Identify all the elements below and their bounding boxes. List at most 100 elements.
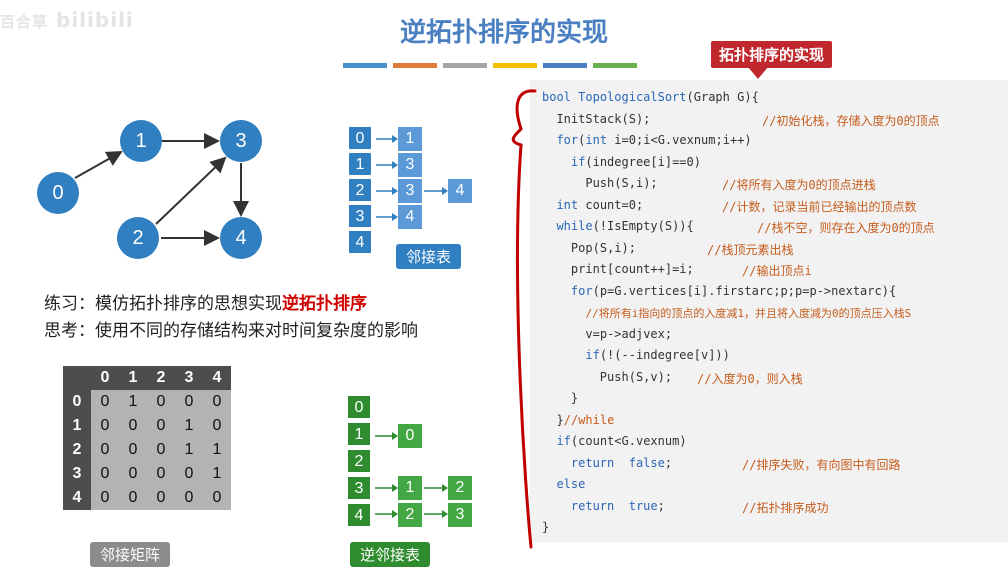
inv-item: 1 bbox=[398, 476, 422, 500]
code-comment: //排序失败，有向图中有回路 bbox=[742, 457, 901, 472]
matrix-row-header: 2 bbox=[63, 438, 91, 462]
matrix-col-header: 4 bbox=[203, 366, 231, 390]
inv-head-3: 3 bbox=[347, 476, 371, 500]
graph-edges bbox=[74, 133, 249, 246]
matrix-cell: 0 bbox=[119, 414, 147, 438]
slide-title: 逆拓扑排序的实现 bbox=[399, 18, 608, 48]
accent-bar bbox=[343, 63, 387, 68]
inv-head-2: 2 bbox=[347, 449, 371, 473]
code-comment: //while bbox=[563, 412, 615, 427]
code-line: v=p->adjvex; bbox=[585, 326, 673, 341]
code-panel bbox=[530, 80, 1008, 542]
accent-bar bbox=[593, 63, 637, 68]
matrix-label: 邻接矩阵 bbox=[90, 542, 171, 567]
accent-bars bbox=[343, 63, 643, 68]
matrix-cell: 0 bbox=[203, 390, 231, 414]
adj-list-label: 邻接表 bbox=[396, 244, 462, 269]
code-comment: //初始化栈，存储入度为0的顶点 bbox=[762, 113, 940, 128]
code-line: Pop(S,i); bbox=[570, 240, 636, 255]
code-comment: //入度为0，则入栈 bbox=[697, 371, 803, 386]
matrix-cell: 0 bbox=[119, 486, 147, 510]
code-line: if(!(--indegree[v])) bbox=[585, 348, 730, 362]
code-line: for(p=G.vertices[i].firstarc;p;p=p->next… bbox=[570, 283, 897, 298]
matrix-row-header: 4 bbox=[63, 486, 91, 510]
code-line: else bbox=[556, 477, 586, 491]
think-text: 思考：使用不同的存储结构来对时间复杂度的影响 bbox=[44, 321, 418, 341]
code-line: return true; bbox=[570, 498, 665, 513]
matrix-cell: 0 bbox=[175, 390, 203, 414]
inverse-list-arrows bbox=[375, 432, 448, 518]
inverse-list-label: 逆邻接表 bbox=[350, 542, 431, 567]
matrix-cell: 0 bbox=[91, 438, 119, 462]
exercise-text: 练习：模仿拓扑排序的思想实现逆拓扑排序 bbox=[44, 289, 367, 314]
code-line bbox=[542, 305, 585, 319]
accent-bar bbox=[393, 63, 437, 68]
matrix-cell: 0 bbox=[175, 486, 203, 510]
matrix-col-header: 2 bbox=[147, 366, 175, 390]
code-line: while(!IsEmpty(S)){ bbox=[556, 219, 694, 233]
graph-node-0: 0 bbox=[37, 172, 79, 214]
matrix-cell: 0 bbox=[147, 462, 175, 486]
inv-head-4: 4 bbox=[347, 503, 371, 527]
code-line: Push(S,i); bbox=[585, 176, 658, 190]
adj-head-2: 2 bbox=[348, 178, 372, 202]
watermark-left: 百合草 bbox=[0, 13, 49, 31]
matrix-cell: 0 bbox=[147, 486, 175, 510]
inv-head-0: 0 bbox=[347, 395, 371, 419]
code-comment: //将所有入度为0的顶点进栈 bbox=[722, 178, 876, 192]
matrix-cell: 0 bbox=[91, 486, 119, 510]
code-line: int count=0; bbox=[556, 197, 644, 212]
code-line: } bbox=[542, 412, 564, 427]
code-comment: //拓扑排序成功 bbox=[742, 500, 829, 515]
adj-head-0: 0 bbox=[348, 126, 372, 150]
code-line: if(indegree[i]==0) bbox=[570, 154, 701, 169]
matrix-cell: 0 bbox=[147, 438, 175, 462]
matrix-row-header: 3 bbox=[63, 462, 91, 486]
accent-bar bbox=[543, 63, 587, 68]
matrix-row-header: 1 bbox=[63, 414, 91, 438]
adjacency-matrix: 0 1 2 3 4 0 0 1 0 0 0 1 0 0 0 1 0 2 0 0 … bbox=[63, 366, 231, 510]
matrix-cell: 0 bbox=[147, 414, 175, 438]
matrix-corner bbox=[63, 366, 91, 390]
inv-item: 0 bbox=[398, 424, 422, 448]
exercise-prefix: 练习：模仿拓扑排序的思想实现 bbox=[44, 294, 282, 314]
matrix-cell: 1 bbox=[175, 438, 203, 462]
matrix-col-header: 3 bbox=[175, 366, 203, 390]
exercise-highlight: 逆拓扑排序 bbox=[282, 294, 367, 314]
matrix-cell: 0 bbox=[175, 462, 203, 486]
inv-head-1: 1 bbox=[347, 422, 371, 446]
adj-head-3: 3 bbox=[348, 204, 372, 228]
matrix-row-header: 0 bbox=[63, 390, 91, 414]
code-line: Push(S,v); bbox=[599, 369, 673, 384]
callout-label: 拓扑排序的实现 bbox=[711, 41, 833, 68]
code-comment: //将所有i指向的顶点的入度减1，并且将入度减为0的顶点压入栈S bbox=[585, 307, 912, 320]
adj-list-arrows bbox=[376, 135, 448, 221]
red-brace-annotation bbox=[511, 89, 537, 549]
matrix-cell: 0 bbox=[91, 390, 119, 414]
callout-arrow-icon bbox=[748, 67, 768, 79]
graph-node-2: 2 bbox=[117, 217, 159, 259]
matrix-cell: 0 bbox=[203, 486, 231, 510]
adj-head-1: 1 bbox=[348, 152, 372, 176]
code-line: bool TopologicalSort(Graph G){ bbox=[542, 90, 759, 104]
code-line: } bbox=[542, 391, 579, 405]
matrix-cell: 0 bbox=[203, 414, 231, 438]
edge-2-3 bbox=[155, 156, 227, 225]
code-comment: //栈不空，则存在入度为0的顶点 bbox=[757, 221, 935, 235]
matrix-cell: 0 bbox=[91, 414, 119, 438]
matrix-cell: 1 bbox=[203, 438, 231, 462]
accent-bar bbox=[443, 63, 487, 68]
graph-node-1: 1 bbox=[120, 120, 162, 162]
adj-item: 4 bbox=[398, 205, 422, 229]
code-line: if(count<G.vexnum) bbox=[556, 434, 687, 448]
code-line: InitStack(S); bbox=[556, 111, 651, 126]
matrix-cell: 1 bbox=[119, 390, 147, 414]
inv-item: 3 bbox=[448, 503, 472, 527]
code-line: print[count++]=i; bbox=[570, 262, 694, 276]
adj-item: 3 bbox=[398, 179, 422, 203]
graph-node-3: 3 bbox=[220, 120, 262, 162]
code-line: for(int i=0;i<G.vexnum;i++) bbox=[556, 133, 752, 147]
matrix-cell: 1 bbox=[175, 414, 203, 438]
inv-item: 2 bbox=[448, 476, 472, 500]
